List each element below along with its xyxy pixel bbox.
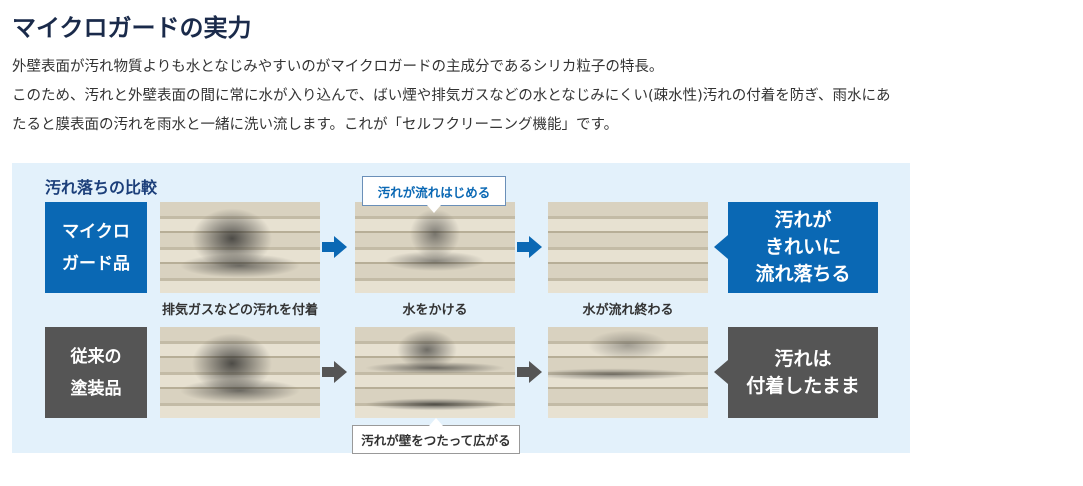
paragraph: このため、汚れと外壁表面の間に常に水が入り込んで、ばい煙や排気ガスなどの水となじ… bbox=[12, 88, 891, 104]
arrow-left-icon bbox=[714, 360, 728, 384]
paragraph: たると膜表面の汚れを雨水と一緒に洗い流します。これが「セルフクリーニング機能」で… bbox=[12, 117, 619, 133]
result-clean: 汚れが きれいに 流れ落ちる bbox=[714, 202, 878, 293]
wall-photo-stained bbox=[548, 327, 708, 418]
arrow-right-icon bbox=[322, 236, 347, 258]
wall-photo-water bbox=[355, 327, 515, 418]
caption-1: 排気ガスなどの汚れを付着 bbox=[161, 303, 318, 318]
wall-photo-dirty bbox=[160, 202, 320, 293]
arrow-right-icon bbox=[517, 236, 542, 258]
callout-text: 汚れが壁をつたって広がる bbox=[361, 433, 511, 448]
callout-bottom: 汚れが壁をつたって広がる bbox=[352, 418, 520, 454]
arrow-left-icon bbox=[714, 235, 728, 259]
wall-photo-water bbox=[355, 202, 515, 293]
wall-photo-clean bbox=[548, 202, 708, 293]
caption-2: 水をかける bbox=[402, 303, 468, 318]
result-stained: 汚れは 付着したまま bbox=[714, 327, 878, 418]
paragraph: 外壁表面が汚れ物質よりも水となじみやすいのがマイクロガードの主成分であるシリカ粒… bbox=[12, 59, 664, 75]
row-label-conventional: 従来の 塗装品 bbox=[45, 327, 147, 418]
comparison-diagram: 汚れ落ちの比較 マイクロ ガード品 汚れが きれいに 流れ落ちる 汚れが流れはじ… bbox=[12, 163, 910, 454]
arrow-right-icon bbox=[322, 361, 347, 383]
caption-3: 水が流れ終わる bbox=[582, 303, 674, 318]
callout-text: 汚れが流れはじめる bbox=[377, 184, 491, 200]
result-text: 汚れは 付着したまま bbox=[746, 347, 860, 397]
wall-photo-dirty bbox=[160, 327, 320, 418]
row-label-microguard: マイクロ ガード品 bbox=[45, 202, 147, 293]
arrow-right-icon bbox=[517, 361, 542, 383]
result-text: 汚れが きれいに 流れ落ちる bbox=[755, 209, 851, 285]
page-title: マイクロガードの実力 bbox=[12, 14, 252, 42]
callout-top: 汚れが流れはじめる bbox=[362, 176, 506, 213]
diagram-title: 汚れ落ちの比較 bbox=[45, 178, 158, 197]
